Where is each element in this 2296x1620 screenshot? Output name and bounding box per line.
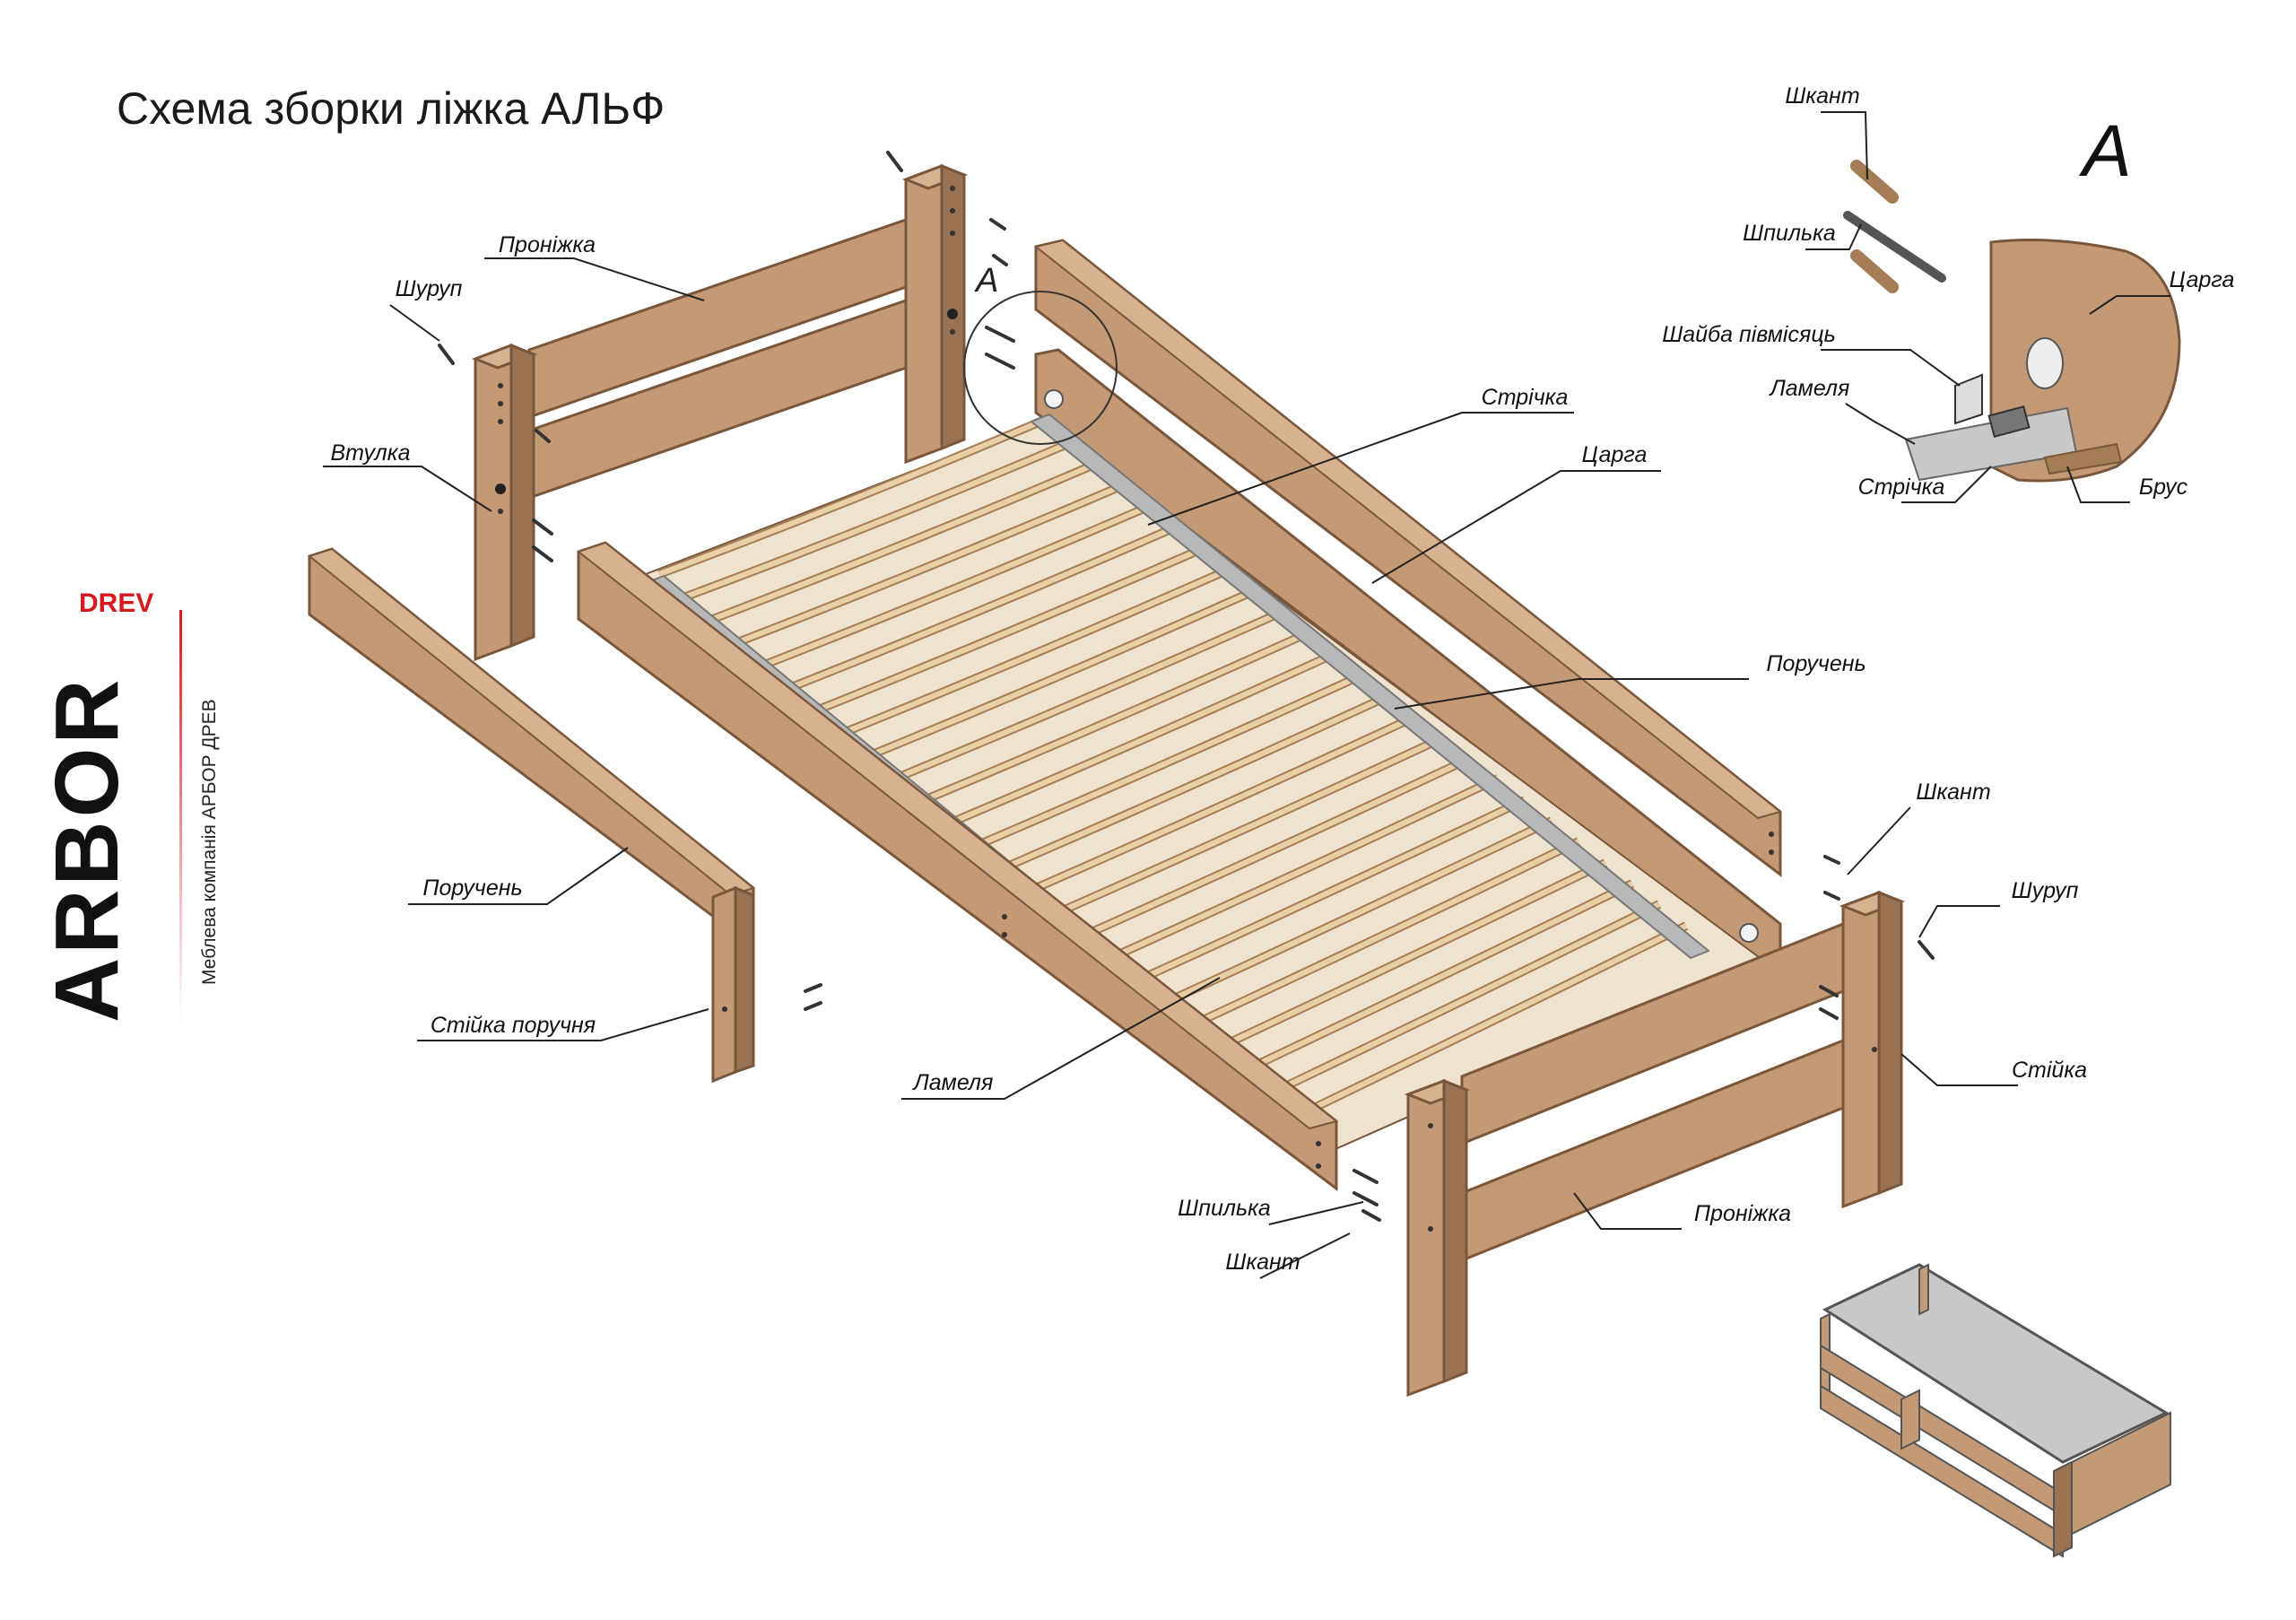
label-stritchka-main: Стрічка [1481, 385, 1569, 410]
detail-circle-a [963, 291, 1118, 445]
headboard-hardware [438, 151, 1015, 562]
label-poruchen-right: Поручень [1766, 651, 1866, 676]
detail-marker: A [2083, 110, 2132, 192]
label-detail-shpylka: Шпилька [1743, 221, 1836, 246]
label-proniazhka-top: Проніжка [498, 232, 596, 257]
logo-subtext: DREV [79, 588, 154, 618]
label-shurup-left: Шуруп [395, 276, 463, 301]
label-detail-tsarha: Царга [2169, 267, 2235, 292]
label-shpylka-bottom: Шпилька [1178, 1196, 1271, 1221]
label-detail-shaiba: Шайба півмісяць [1662, 322, 1836, 347]
footboard [1404, 890, 1906, 1398]
label-lamelia-main: Ламеля [913, 1070, 994, 1095]
assembled-bed-preview [1820, 1263, 2171, 1558]
label-poruchen-left: Поручень [422, 875, 523, 901]
logo-main-text: ARBOR [37, 675, 137, 1023]
page-title: Схема зборки ліжка АЛЬФ [117, 83, 665, 134]
label-detail-stritchka: Стрічка [1857, 475, 1945, 500]
label-proniazhka-bottom: Проніжка [1693, 1201, 1792, 1226]
headboard-right-post [904, 163, 944, 465]
footboard-hardware [1352, 855, 1935, 1222]
label-shkant-right: Шкант [1916, 780, 1991, 805]
leader-lines [323, 111, 2170, 1279]
label-vtulka: Втулка [330, 440, 411, 466]
label-stiika-poruchnia: Стійка поручня [430, 1013, 596, 1038]
label-shkant-bottom: Шкант [1225, 1250, 1300, 1275]
guard-rail-post [711, 885, 737, 1084]
logo-accent-line [179, 610, 182, 1023]
label-detail-shkant: Шкант [1785, 83, 1860, 109]
headboard [471, 163, 969, 662]
label-detail-lamelia: Ламеля [1770, 376, 1850, 401]
detail-view-a [1843, 160, 2181, 483]
label-shurup-right: Шуруп [2011, 878, 2079, 903]
label-detail-brus: Брус [2138, 475, 2188, 500]
label-tsarha-main: Царга [1581, 442, 1648, 467]
label-stiika: Стійка [2011, 1058, 2088, 1083]
headboard-left-post [474, 343, 513, 662]
logo-tagline: Меблева компанія АРБОР ДРЕВ [199, 699, 220, 985]
metal-strap-back [1030, 413, 1710, 960]
footboard-left-post [1406, 1078, 1446, 1398]
circle-marker: A [976, 262, 999, 300]
